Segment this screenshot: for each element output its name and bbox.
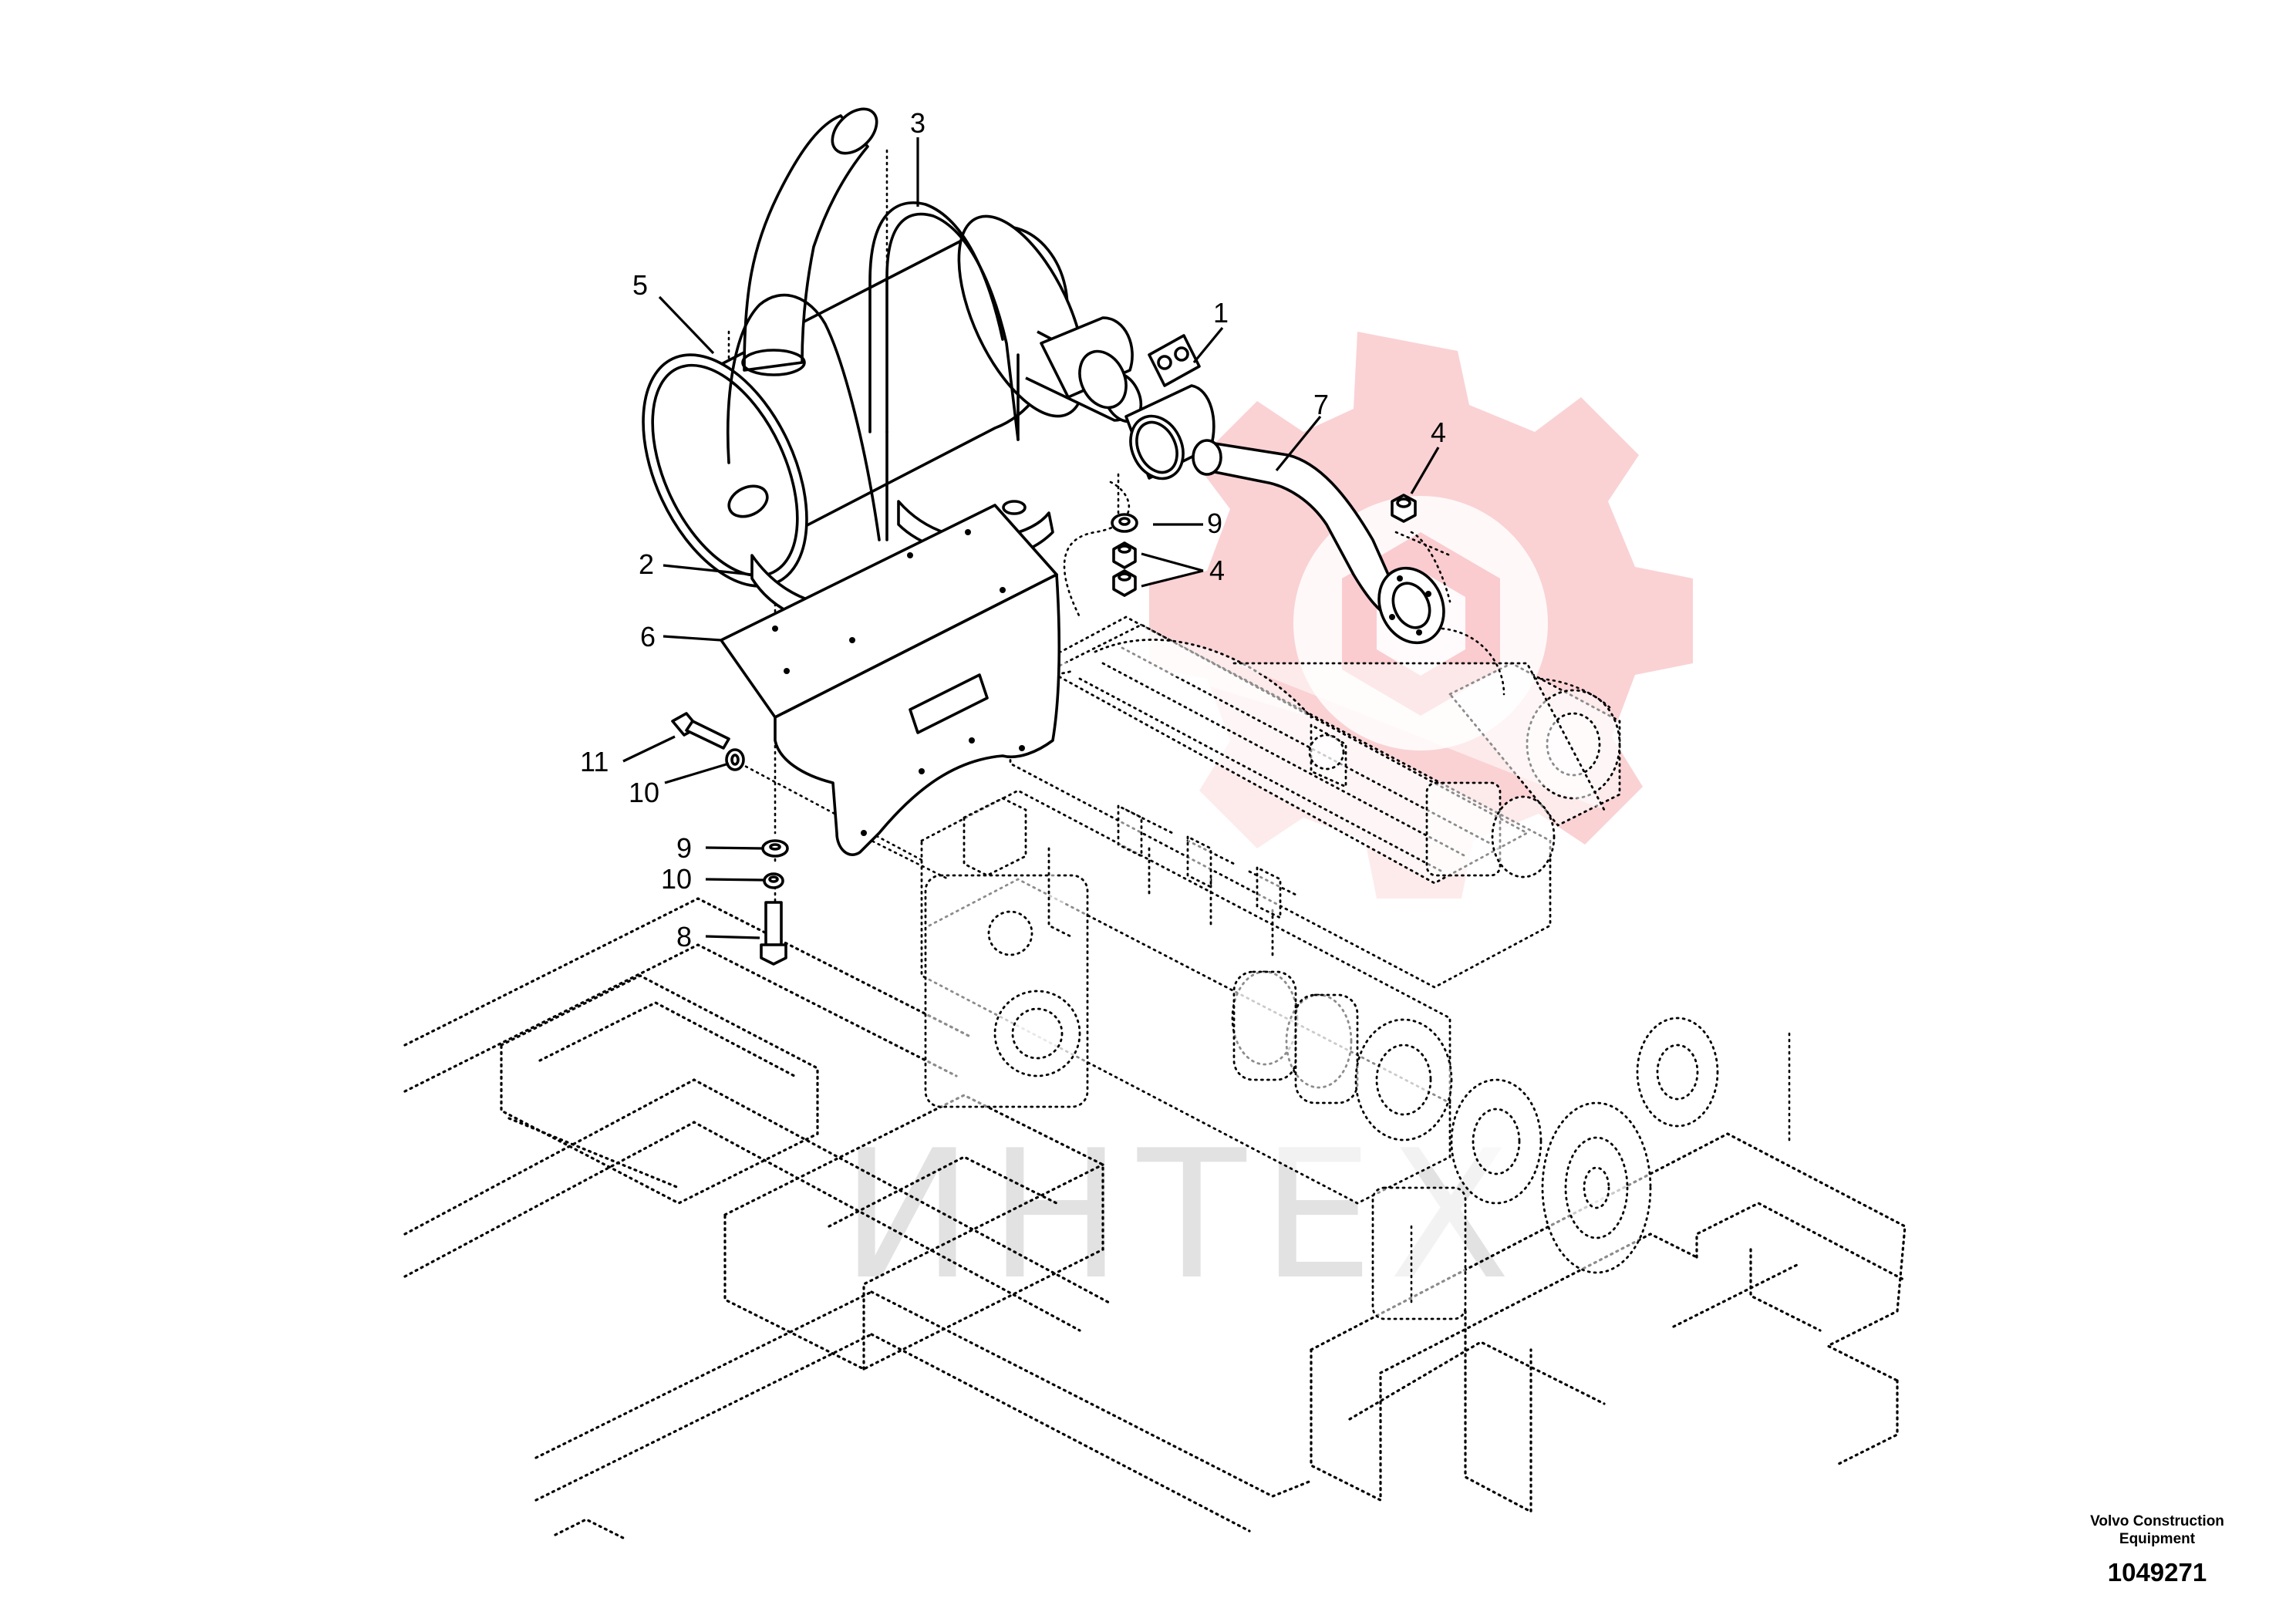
callout-4-right: 4	[1209, 555, 1225, 586]
callout-2: 2	[639, 548, 654, 580]
callout-9-bottom: 9	[676, 832, 692, 864]
callout-5: 5	[632, 269, 648, 301]
callout-labels: 1 2 3 4 4 5 6 7 8 9 9 10 10 11	[580, 107, 1446, 953]
callout-3: 3	[910, 107, 925, 139]
manufacturer-line-1: Volvo Construction	[2090, 1513, 2224, 1529]
u-bolt-clamps	[727, 201, 1020, 541]
manufacturer-label: Volvo Construction Equipment	[2065, 1512, 2250, 1548]
callout-10-bottom: 10	[661, 863, 692, 895]
callout-1: 1	[1213, 297, 1229, 329]
engine-assembly	[920, 481, 1791, 1320]
callout-9-right: 9	[1207, 508, 1222, 539]
manufacturer-line-2: Equipment	[2119, 1531, 2196, 1547]
callout-8: 8	[676, 921, 692, 953]
callout-11: 11	[580, 746, 609, 777]
mounting-plate	[720, 504, 1061, 856]
callout-10-left: 10	[629, 777, 659, 808]
exhaust-connection-pipes	[1040, 316, 1445, 645]
callout-7: 7	[1313, 389, 1329, 420]
drawing-number: 1049271	[2107, 1558, 2207, 1587]
fasteners	[671, 494, 1417, 966]
callout-4-top: 4	[1431, 416, 1446, 448]
callout-6: 6	[640, 621, 656, 653]
callout-leaders	[622, 137, 1440, 939]
chassis-frame	[403, 897, 1907, 1540]
